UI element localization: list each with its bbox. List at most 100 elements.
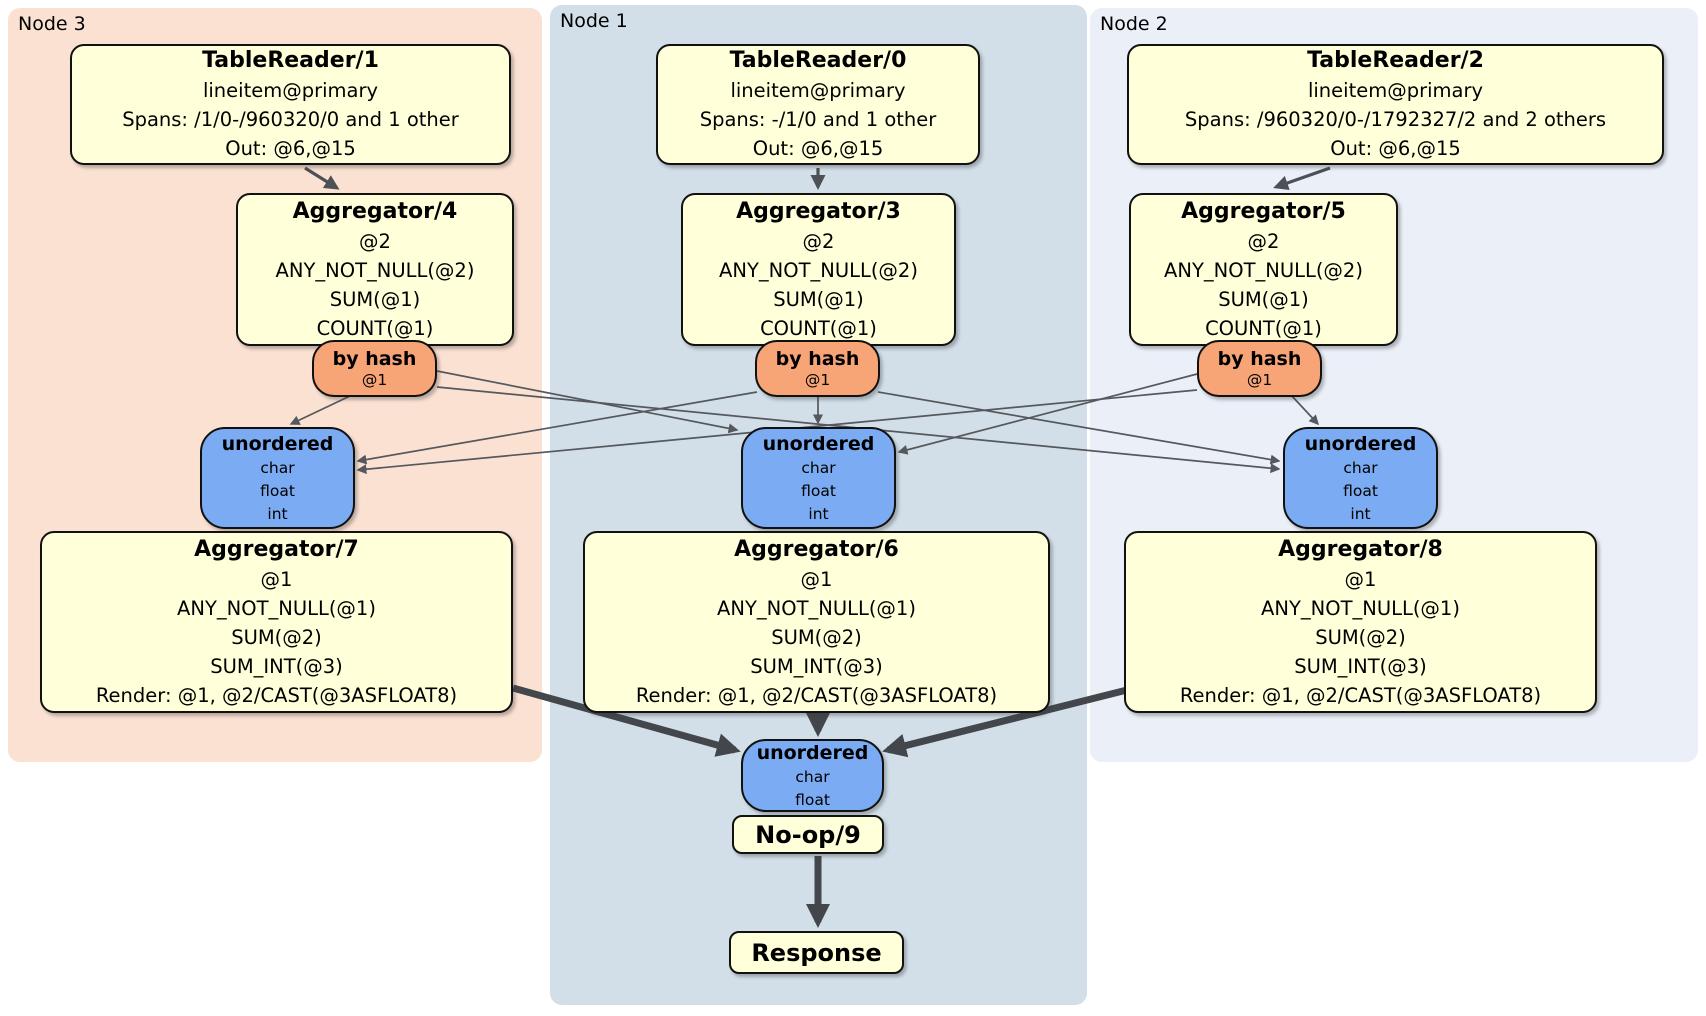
node-line: @2 <box>359 229 391 253</box>
node-title: Aggregator/5 <box>1181 198 1346 224</box>
node-line: @1 <box>260 567 293 591</box>
node-line: @1 <box>1246 371 1273 389</box>
node-line: ANY_NOT_NULL(@2) <box>1164 258 1363 282</box>
node-line: float <box>795 790 830 809</box>
node-title: TableReader/2 <box>1307 48 1484 73</box>
node-title: Aggregator/4 <box>292 198 458 224</box>
node-title: unordered <box>756 741 869 764</box>
sync-unordered-node2: unordered char float int <box>1283 427 1438 529</box>
node-title: No-op/9 <box>755 820 861 849</box>
region-label-node-1: Node 1 <box>560 10 628 32</box>
edge-byhash2-unordered1 <box>897 373 1198 455</box>
node-line: @2 <box>1247 229 1280 253</box>
edge-byhash3-unordered3 <box>289 395 351 425</box>
node-tablereader-0: TableReader/0 lineitem@primary Spans: -/… <box>656 44 980 165</box>
node-line: @1 <box>361 371 388 389</box>
node-line: SUM(@1) <box>329 287 421 311</box>
node-response: Response <box>729 931 904 974</box>
node-line: int <box>808 504 829 523</box>
router-by-hash-node3: by hash @1 <box>312 340 437 397</box>
node-line: Render: @1, @2/CAST(@3ASFLOAT8) <box>95 683 458 707</box>
edge-tablereader1-aggregator4 <box>304 166 340 190</box>
region-label-node-2: Node 2 <box>1100 13 1168 35</box>
node-line: SUM(@2) <box>1315 625 1406 649</box>
sync-unordered-node3: unordered char float int <box>200 427 355 529</box>
edge-byhash3-unordered1 <box>436 370 739 434</box>
node-title: Aggregator/7 <box>194 536 359 562</box>
node-line: COUNT(@1) <box>1205 316 1322 340</box>
node-line: Spans: -/1/0 and 1 other <box>699 108 937 131</box>
edge-aggregator8-unordered-final <box>882 686 1128 758</box>
node-tablereader-1: TableReader/1 lineitem@primary Spans: /1… <box>70 44 511 165</box>
node-title: TableReader/1 <box>202 48 379 73</box>
node-title: TableReader/0 <box>729 48 907 73</box>
node-line: ANY_NOT_NULL(@1) <box>717 596 916 620</box>
node-line: Render: @1, @2/CAST(@3ASFLOAT8) <box>635 683 998 707</box>
node-title: by hash <box>1217 348 1302 370</box>
node-title: unordered <box>762 432 875 455</box>
node-line: float <box>801 481 836 500</box>
node-line: char <box>1343 458 1378 477</box>
node-line: lineitem@primary <box>1307 79 1484 102</box>
node-noop-9: No-op/9 <box>732 815 884 854</box>
node-title: unordered <box>221 432 334 455</box>
node-line: SUM_INT(@3) <box>750 654 883 678</box>
node-title: Aggregator/3 <box>736 198 901 224</box>
node-title: Aggregator/6 <box>734 536 899 562</box>
sync-unordered-node1: unordered char float int <box>741 427 896 529</box>
node-line: @2 <box>802 229 835 253</box>
node-title: unordered <box>1304 432 1417 455</box>
node-line: SUM(@2) <box>231 625 322 649</box>
node-line: int <box>1350 504 1371 523</box>
edge-byhash1-unordered3 <box>356 391 758 465</box>
node-tablereader-2: TableReader/2 lineitem@primary Spans: /9… <box>1127 44 1664 165</box>
node-line: SUM(@1) <box>1218 287 1309 311</box>
node-aggregator-6: Aggregator/6 @1 ANY_NOT_NULL(@1) SUM(@2)… <box>583 531 1050 713</box>
node-line: Render: @1, @2/CAST(@3ASFLOAT8) <box>1179 683 1542 707</box>
node-line: ANY_NOT_NULL(@1) <box>177 596 376 620</box>
node-line: ANY_NOT_NULL(@1) <box>1261 596 1460 620</box>
node-line: float <box>260 481 295 500</box>
node-line: COUNT(@1) <box>760 316 877 340</box>
node-title: Aggregator/8 <box>1278 536 1443 562</box>
node-line: lineitem@primary <box>202 79 379 102</box>
node-line: char <box>801 458 836 477</box>
node-title: Response <box>751 938 882 967</box>
node-line: Spans: /1/0-/960320/0 and 1 other <box>122 108 459 131</box>
node-line: ANY_NOT_NULL(@2) <box>719 258 918 282</box>
node-line: @1 <box>804 371 831 389</box>
node-line: SUM_INT(@3) <box>1294 654 1427 678</box>
node-line: SUM_INT(@3) <box>210 654 343 678</box>
node-aggregator-4: Aggregator/4 @2 ANY_NOT_NULL(@2) SUM(@1)… <box>236 193 514 346</box>
node-aggregator-8: Aggregator/8 @1 ANY_NOT_NULL(@1) SUM(@2)… <box>1124 531 1597 713</box>
node-line: @1 <box>800 567 833 591</box>
edge-tablereader2-aggregator5 <box>1273 166 1331 191</box>
node-aggregator-3: Aggregator/3 @2 ANY_NOT_NULL(@2) SUM(@1)… <box>681 193 956 346</box>
node-line: char <box>260 458 295 477</box>
node-line: int <box>267 504 288 523</box>
node-line: char <box>795 767 830 786</box>
node-line: Spans: /960320/0-/1792327/2 and 2 others <box>1184 108 1607 131</box>
node-line: float <box>1343 481 1378 500</box>
node-line: SUM(@2) <box>771 625 862 649</box>
node-line: SUM(@1) <box>773 287 864 311</box>
node-aggregator-7: Aggregator/7 @1 ANY_NOT_NULL(@1) SUM(@2)… <box>40 531 513 713</box>
node-line: Out: @6,@15 <box>225 137 356 160</box>
node-aggregator-5: Aggregator/5 @2 ANY_NOT_NULL(@2) SUM(@1)… <box>1129 193 1398 346</box>
node-line: lineitem@primary <box>730 79 906 102</box>
node-title: by hash <box>332 348 417 370</box>
node-line: Out: @6,@15 <box>1330 137 1461 160</box>
edge-byhash2-unordered2 <box>1290 394 1320 426</box>
node-title: by hash <box>775 348 860 370</box>
node-line: ANY_NOT_NULL(@2) <box>275 258 475 282</box>
node-line: Out: @6,@15 <box>752 137 884 160</box>
router-by-hash-node1: by hash @1 <box>755 340 880 397</box>
region-label-node-3: Node 3 <box>18 13 86 35</box>
node-line: @1 <box>1344 567 1377 591</box>
sync-unordered-final: unordered char float <box>741 739 884 812</box>
node-line: COUNT(@1) <box>316 316 434 340</box>
router-by-hash-node2: by hash @1 <box>1197 340 1322 397</box>
edge-byhash1-unordered2 <box>877 391 1281 465</box>
